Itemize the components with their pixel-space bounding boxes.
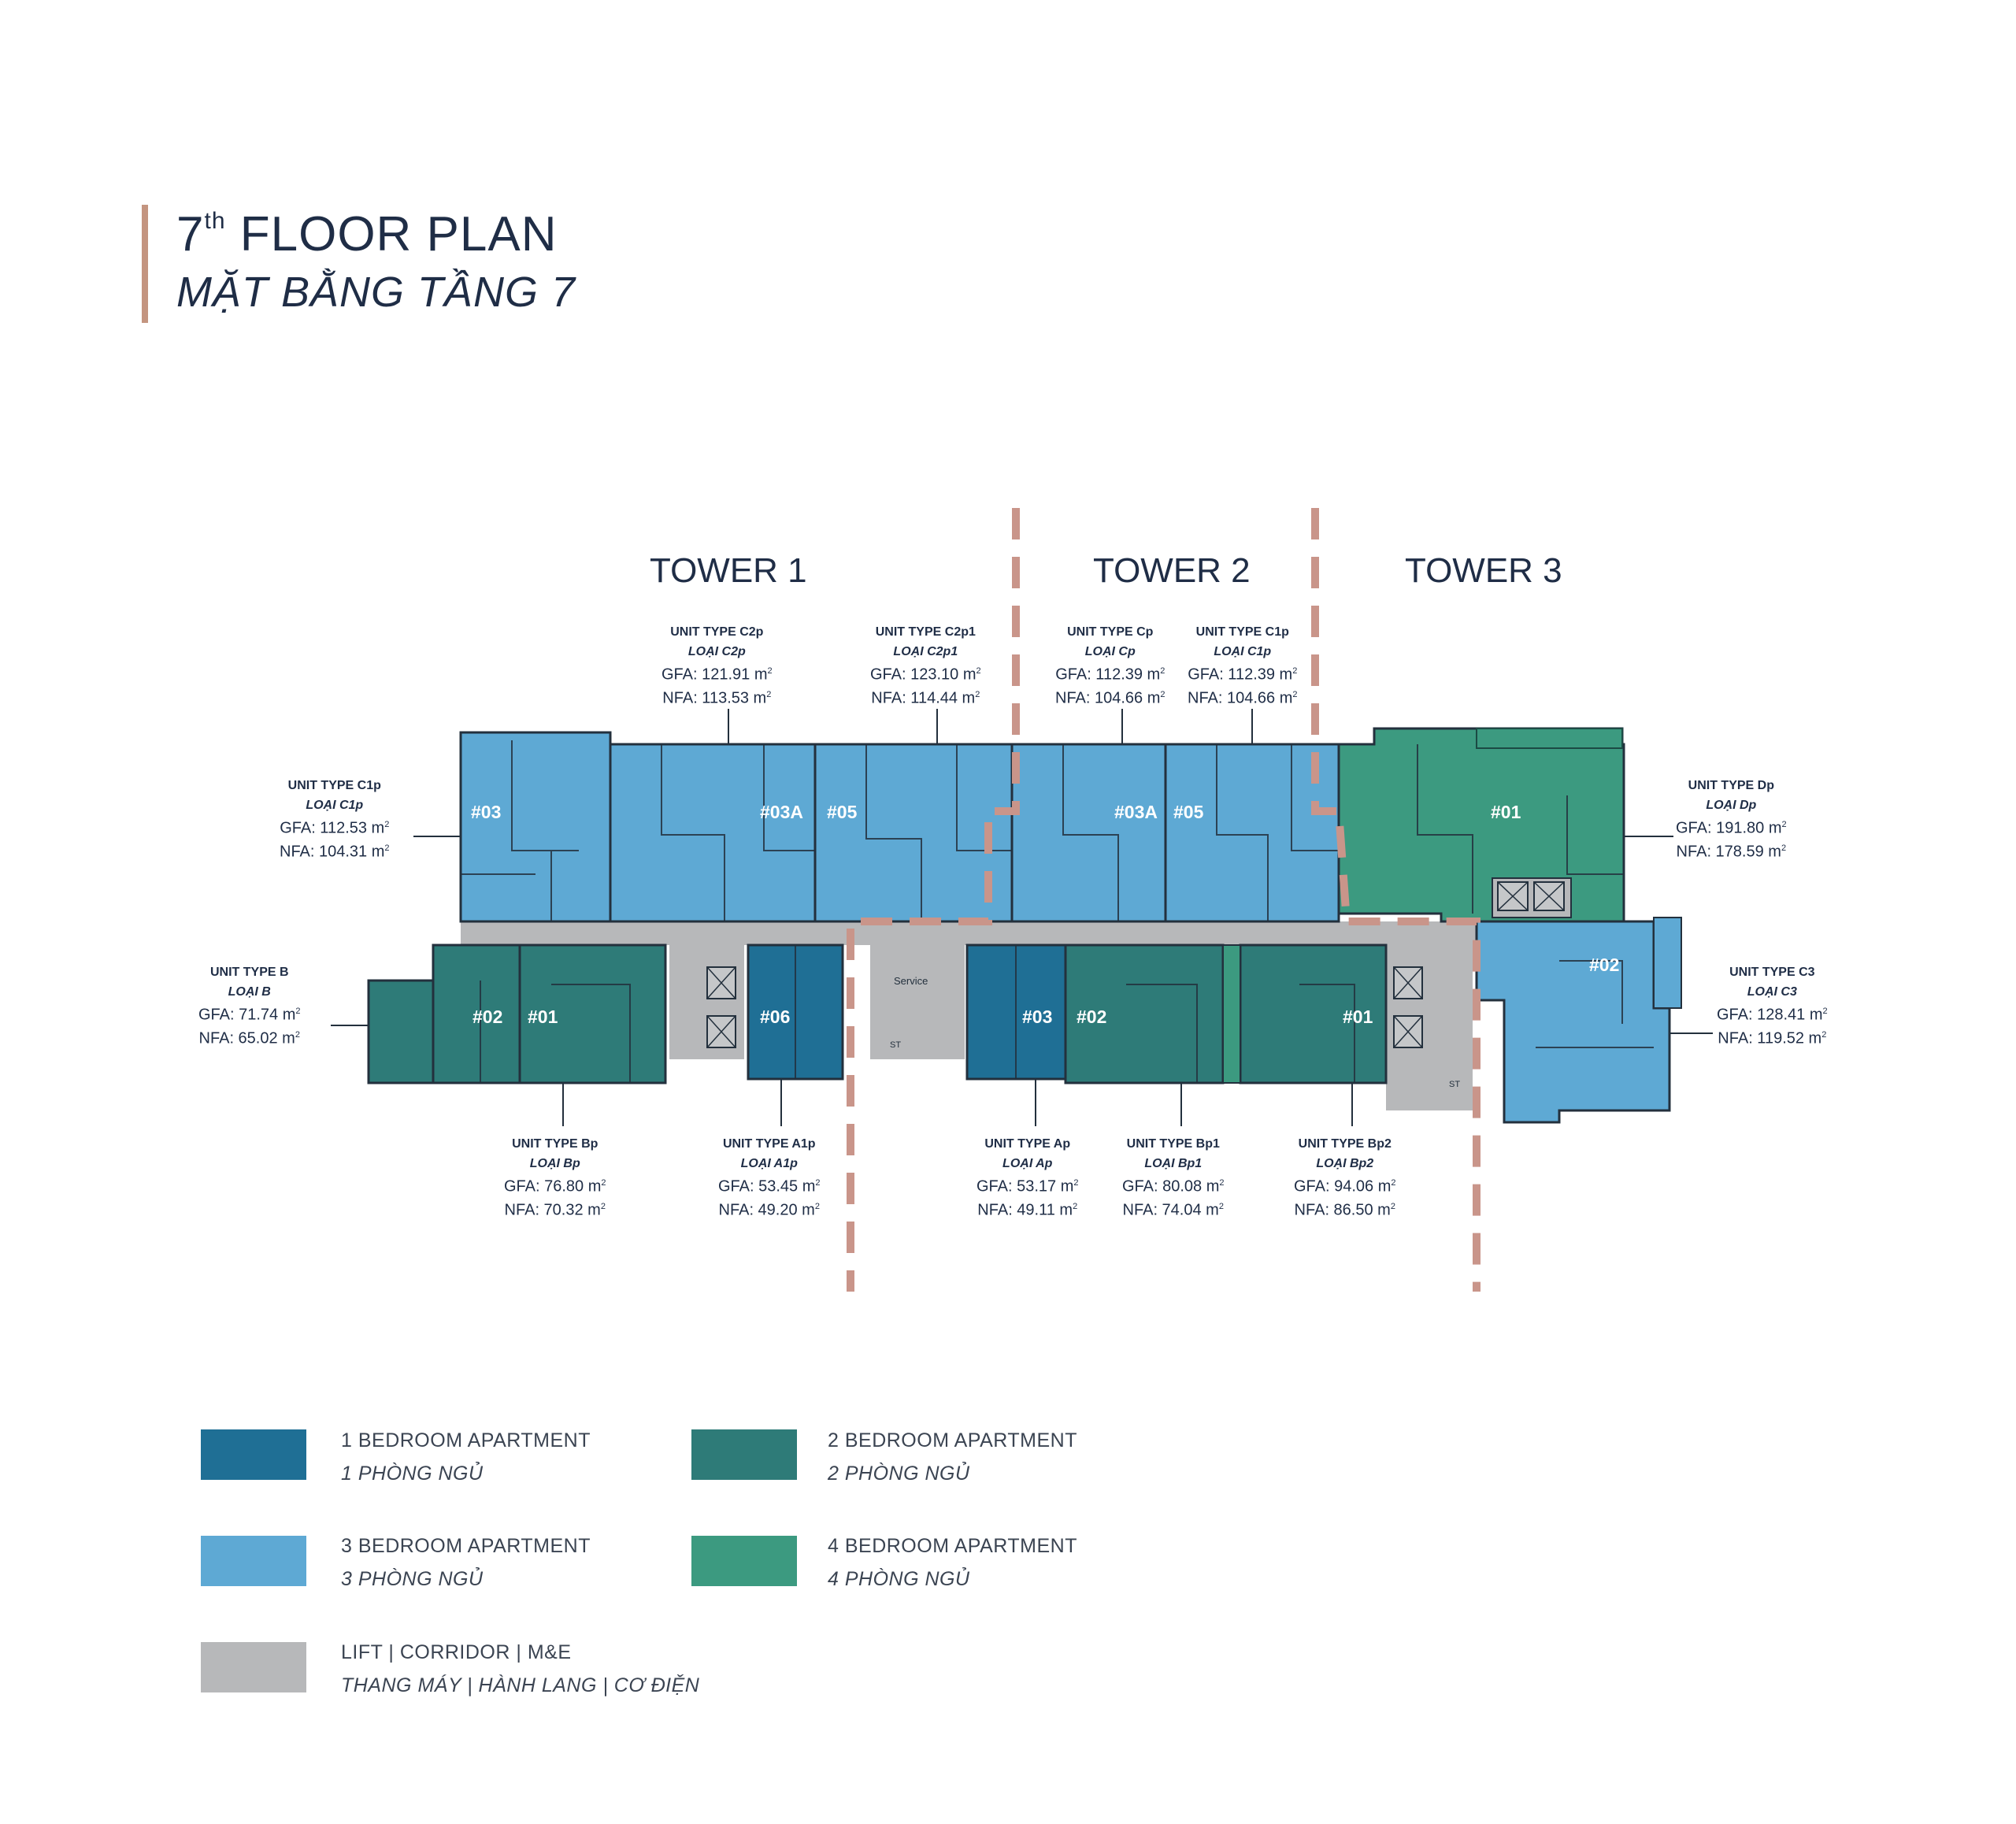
callout-leaders: [331, 709, 1713, 1126]
tower-1-label: TOWER 1: [650, 551, 807, 590]
unit-number: #01: [528, 1007, 558, 1027]
unit-number: #02: [472, 1007, 503, 1027]
tower-3-label: TOWER 3: [1405, 551, 1562, 590]
unit-number: #03A: [760, 802, 803, 822]
unit-number: #02: [1589, 955, 1620, 975]
unit-01-tower3: [1337, 727, 1625, 923]
unit-number: #03: [1022, 1007, 1053, 1027]
lift-crosses: [706, 881, 1565, 1048]
balcony-tower3: [1476, 728, 1623, 749]
legend-swatch-corridor: [201, 1642, 306, 1692]
service-label: Service: [894, 975, 928, 987]
unit-number: #05: [1173, 802, 1204, 822]
unit-number: #03A: [1114, 802, 1158, 822]
unit-02b-tower1-lower: [432, 944, 521, 1084]
unit-05-tower1: [813, 743, 1014, 923]
unit-number: #02: [1077, 1007, 1107, 1027]
tower-2-label: TOWER 2: [1093, 551, 1251, 590]
legend-swatch-4-bedroom: [691, 1536, 797, 1586]
unit-05-tower2: [1164, 743, 1340, 923]
page-title: 7th FLOOR PLAN: [176, 207, 558, 261]
core-service: [870, 941, 965, 1059]
unit-number: #01: [1491, 802, 1521, 822]
unit-02-tower3: [1475, 920, 1671, 1124]
unit-01-tower1-lower: [518, 944, 667, 1084]
unit-03a-tower2: [1010, 743, 1167, 923]
legend-swatch-1-bedroom: [201, 1429, 306, 1480]
stair-label: ST: [890, 1040, 901, 1050]
legend-swatch-3-bedroom: [201, 1536, 306, 1586]
page-subtitle: MẶT BẰNG TẦNG 7: [176, 269, 576, 316]
unit-number: #06: [760, 1007, 791, 1027]
unit-number: #05: [827, 802, 858, 822]
balcony-c3: [1653, 917, 1682, 1009]
stair-label-2: ST: [1449, 1080, 1460, 1089]
title-accent-bar: [142, 205, 148, 323]
unit-number: #03: [471, 802, 502, 822]
tower-divider-2: [1311, 508, 1480, 1292]
unit-03a-tower1: [609, 743, 817, 923]
corridor-gap: [1222, 944, 1241, 1084]
room-partitions: [461, 740, 1654, 1083]
unit-03-tower1: [459, 731, 612, 923]
tower-divider-1: [847, 508, 1020, 1292]
legend-swatch-2-bedroom: [691, 1429, 797, 1480]
unit-number: #01: [1343, 1007, 1373, 1027]
